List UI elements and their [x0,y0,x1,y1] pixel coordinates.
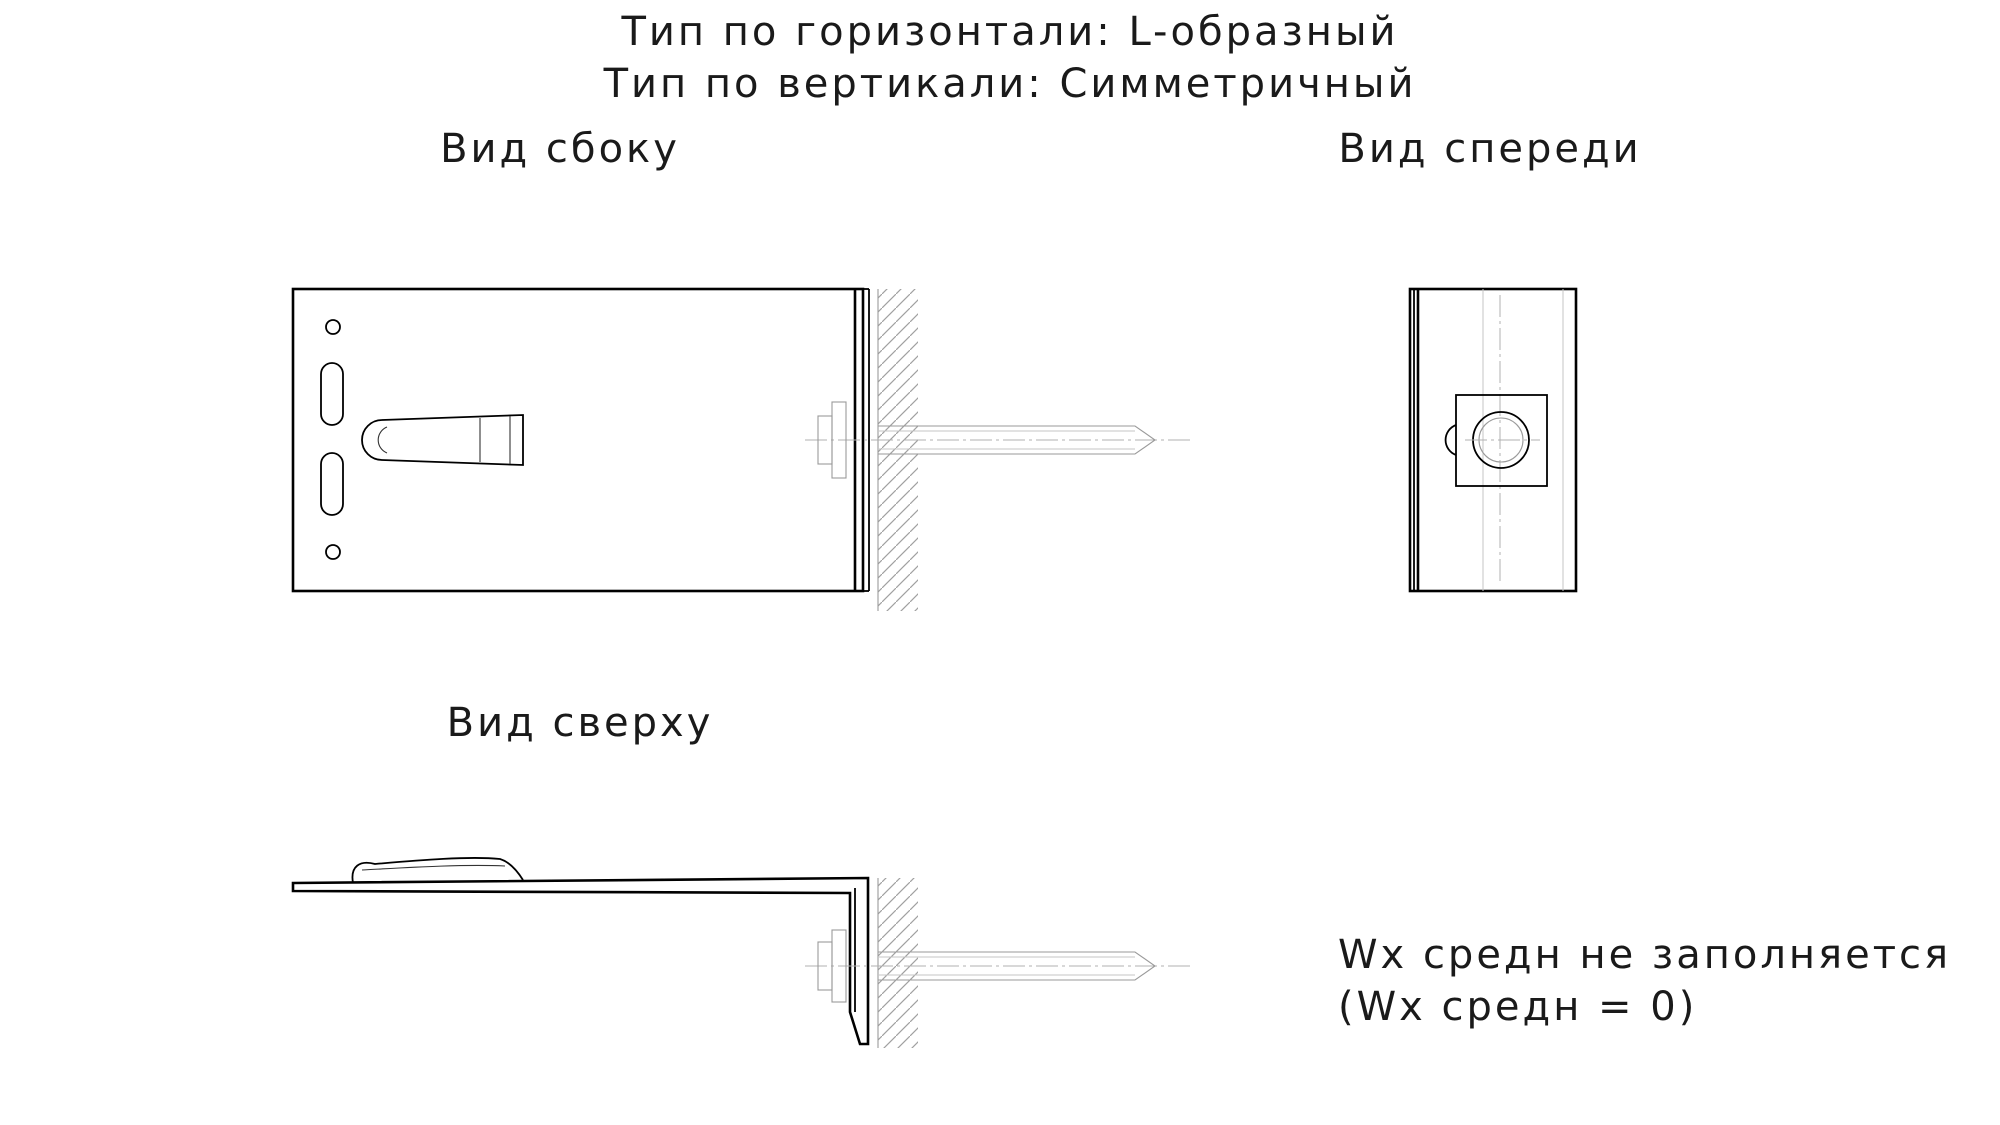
front-view [1408,287,1578,593]
top-anchor-shaft [878,951,1156,981]
wx-note-line1: Wx средн не заполняется [1338,932,1951,978]
front-view-title: Вид спереди [1338,126,1641,172]
side-slot-lower [320,452,344,516]
side-wall-hatch [878,289,918,611]
front-bracket-outline [1408,287,1578,593]
side-washer [831,401,847,479]
top-view [291,857,1190,1048]
side-hole-bottom [325,544,341,560]
front-washer-plate [1455,394,1548,487]
front-tongue-edge [1444,424,1457,456]
top-view-title: Вид сверху [447,700,714,746]
vertical-type-label: Тип по вертикали: Симметричный [603,61,1417,107]
horizontal-type-label: Тип по горизонтали: L-образный [620,9,1398,55]
side-slot-upper [320,362,344,426]
side-tongue [361,414,524,466]
wx-note-line2: (Wx средн = 0) [1338,984,1697,1030]
side-anchor-shaft [878,425,1156,455]
side-view [291,287,1190,611]
side-hole-top [325,319,341,335]
top-wall-hatch [878,878,918,1048]
side-view-title: Вид сбоку [440,126,680,172]
top-bracket-profile [291,876,870,1046]
top-washer [831,929,847,1003]
top-tongue [351,857,524,884]
side-bracket-plate [291,287,865,593]
